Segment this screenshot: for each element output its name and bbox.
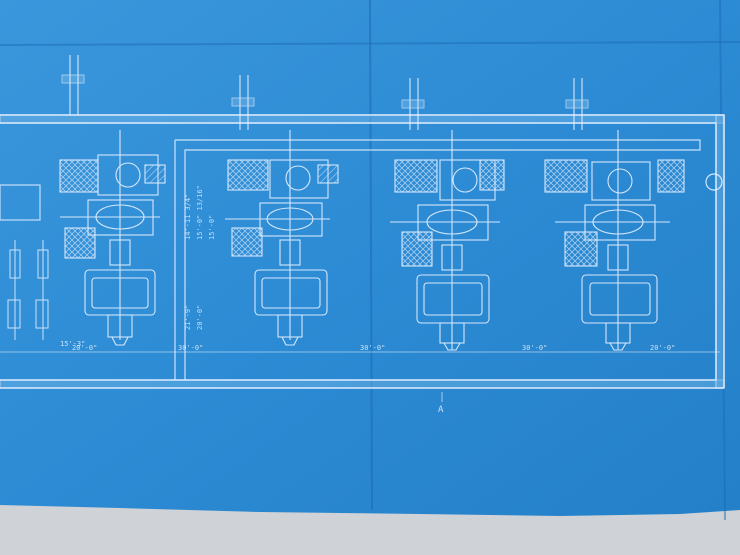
fold-line — [719, 0, 726, 521]
generator-unit-3 — [390, 78, 505, 351]
fold-line — [369, 0, 373, 511]
dimension-label: 15'-3" — [60, 340, 85, 348]
dimension-label: 30'-0" — [522, 344, 547, 352]
vertical-note: 14'-11 3/4" — [184, 194, 192, 240]
left-wall-stub — [0, 184, 41, 221]
building-wall-outline — [0, 114, 725, 389]
paper-torn-edge — [0, 505, 740, 555]
vertical-note: 20'-0" — [196, 305, 204, 330]
header-duct — [174, 139, 701, 380]
generator-unit-4 — [544, 78, 685, 351]
generator-unit-2 — [225, 75, 339, 346]
vertical-note: 15'-0" 13/16" — [196, 185, 204, 240]
fold-line — [0, 41, 740, 46]
dimension-label: 20'-0" — [650, 344, 675, 352]
dimension-label: 30'-0" — [178, 344, 203, 352]
dimension-label: 30'-0" — [360, 344, 385, 352]
dimension-label: 20'-0" — [72, 344, 97, 352]
vertical-note: 21'-9" — [184, 305, 192, 330]
generator-unit-1 — [59, 55, 166, 346]
section-mark: A — [438, 405, 444, 415]
left-small-equipment — [7, 240, 49, 340]
vertical-note: 15'-0" — [208, 215, 216, 240]
duct-end-flange — [705, 173, 723, 191]
